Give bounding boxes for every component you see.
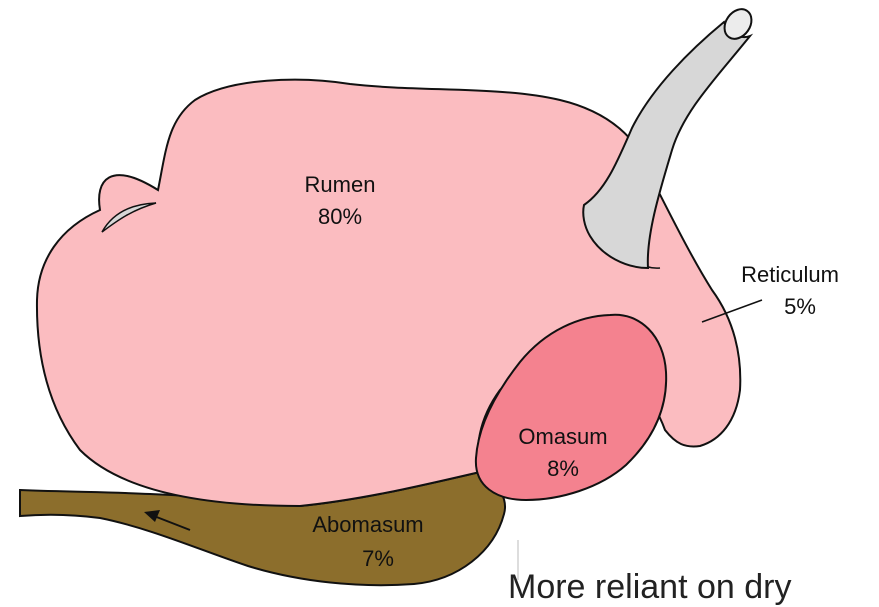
ruminant-stomach-diagram: Rumen 80% Reticulum 5% Omasum 8% Abomasu… <box>0 0 879 590</box>
abomasum-percent-label: 7% <box>362 546 394 571</box>
rumen-percent-label: 80% <box>318 204 362 229</box>
caption-text: More reliant on dry <box>508 568 791 607</box>
rumen-name-label: Rumen <box>305 172 376 197</box>
abomasum-name-label: Abomasum <box>312 512 423 537</box>
reticulum-name-label: Reticulum <box>741 262 839 287</box>
reticulum-percent-label: 5% <box>784 294 816 319</box>
omasum-percent-label: 8% <box>547 456 579 481</box>
omasum-name-label: Omasum <box>518 424 607 449</box>
